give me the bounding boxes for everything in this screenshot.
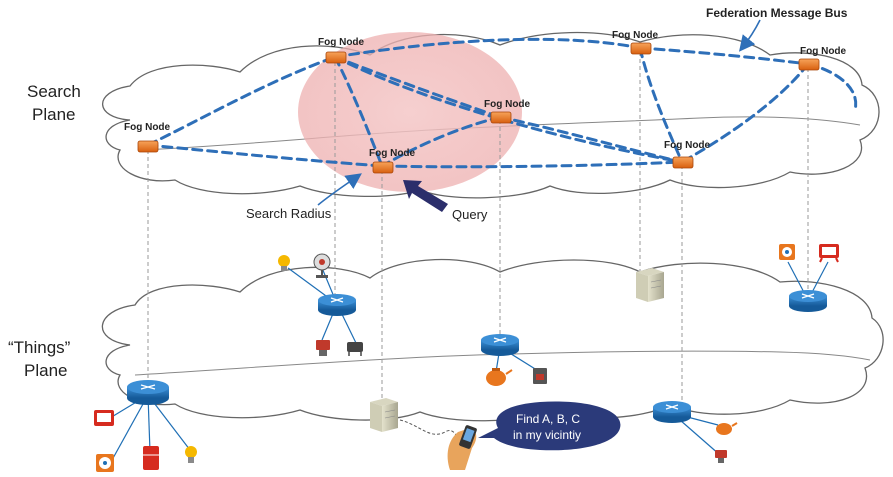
- query-label: Query: [452, 207, 488, 222]
- fog-node-4[interactable]: Fog Node: [369, 148, 416, 174]
- fan-icon[interactable]: [96, 454, 114, 472]
- fog-node-label: Fog Node: [612, 30, 659, 41]
- router-icon[interactable]: [789, 290, 827, 312]
- fog-node-label: Fog Node: [369, 148, 416, 159]
- plane-connector-lines: [147, 52, 809, 405]
- fridge-icon[interactable]: [143, 446, 159, 470]
- fog-node-label: Fog Node: [664, 140, 711, 151]
- query-bubble-line1: Find A, B, C: [516, 412, 580, 426]
- lightbulb-icon[interactable]: [185, 446, 197, 463]
- router-icon[interactable]: [318, 294, 356, 316]
- fog-node-icon: [672, 156, 694, 169]
- search-plane-label-line1: Search: [27, 82, 81, 101]
- router-icon[interactable]: [481, 334, 519, 356]
- lightbulb-icon[interactable]: [278, 255, 290, 271]
- tv-icon[interactable]: [715, 450, 727, 463]
- fog-node-icon: [137, 140, 159, 153]
- router-cluster-1: [287, 267, 357, 344]
- search-plane-label-line2: Plane: [32, 105, 75, 124]
- fog-node-icon: [630, 42, 652, 55]
- router-cluster-4: [109, 380, 191, 461]
- server-icon[interactable]: [370, 398, 398, 432]
- fog-node-icon: [798, 58, 820, 71]
- fog-node-5[interactable]: Fog Node: [612, 30, 659, 55]
- tv-icon[interactable]: [316, 340, 330, 356]
- federation-bus-callout-arrow: [739, 19, 761, 52]
- router-cluster-3: [787, 261, 829, 312]
- fog-node-label: Fog Node: [800, 46, 847, 57]
- coffee-maker-icon[interactable]: [533, 368, 547, 384]
- fog-node-7[interactable]: Fog Node: [798, 46, 847, 71]
- query-bubble-line2: in my vicintiy: [513, 428, 581, 442]
- wireless-link: [399, 419, 461, 445]
- things-plane-cloud-seam: [134, 350, 871, 376]
- router-icon[interactable]: [653, 401, 691, 423]
- router-icon[interactable]: [127, 380, 169, 405]
- query-arrow: [403, 180, 448, 212]
- router-cluster-5: [653, 401, 721, 456]
- fog-node-label: Fog Node: [124, 122, 171, 133]
- fan-icon[interactable]: [779, 244, 795, 260]
- things-plane-label-line1: “Things”: [8, 338, 71, 357]
- search-radius-area: [298, 32, 522, 192]
- router-cluster-2: [481, 334, 541, 373]
- tv-icon[interactable]: [819, 244, 839, 263]
- handheld-device-icon[interactable]: [447, 425, 478, 470]
- fog-node-1[interactable]: Fog Node: [124, 122, 171, 153]
- search-radius-label: Search Radius: [246, 206, 332, 221]
- fog-node-label: Fog Node: [318, 37, 365, 48]
- server-icon[interactable]: [636, 268, 664, 302]
- fog-node-icon: [490, 111, 512, 124]
- fog-node-3[interactable]: Fog Node: [484, 99, 531, 124]
- kettle-icon[interactable]: [486, 368, 513, 386]
- fog-node-6[interactable]: Fog Node: [664, 140, 711, 169]
- fog-node-label: Fog Node: [484, 99, 531, 110]
- query-bubble: Find A, B, C in my vicintiy: [478, 401, 621, 451]
- kettle-icon[interactable]: [716, 422, 738, 435]
- fog-node-2[interactable]: Fog Node: [318, 37, 365, 64]
- things-plane-label-line2: Plane: [24, 361, 67, 380]
- washer-icon[interactable]: [347, 342, 363, 356]
- tv-icon[interactable]: [94, 410, 114, 426]
- fog-node-icon: [325, 51, 347, 64]
- fan-icon[interactable]: [313, 253, 331, 278]
- federation-bus-label: Federation Message Bus: [706, 6, 848, 20]
- fog-node-icon: [372, 161, 394, 174]
- search-radius-callout-arrow: [317, 173, 362, 206]
